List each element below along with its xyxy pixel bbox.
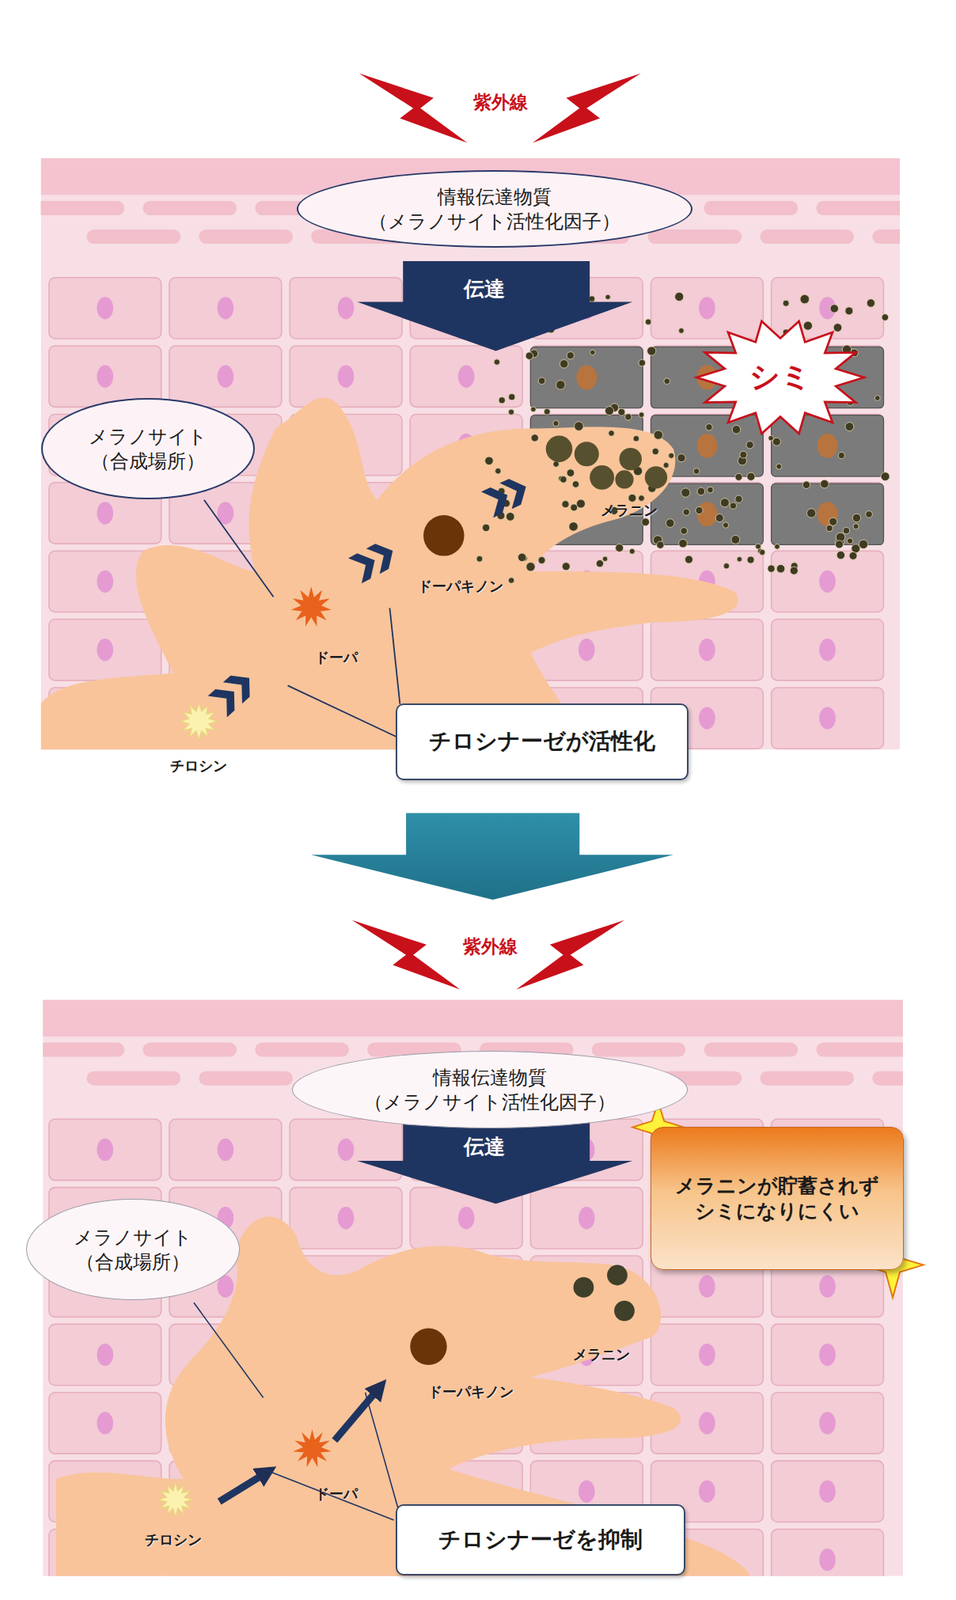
node-title: メラノサイト	[73, 1225, 193, 1250]
node-subtitle: （合成場所）	[88, 448, 208, 474]
transmission-arrow	[356, 261, 633, 351]
melanin-label: メラニン	[572, 1345, 630, 1365]
node-subtitle: （メラノサイト活性化因子）	[364, 1089, 616, 1115]
enzyme-box: チロシナーゼが活性化	[395, 703, 689, 781]
transmit-label: 伝達	[463, 1133, 505, 1161]
leader-line	[193, 1302, 399, 1521]
enzyme-box: チロシナーゼを抑制	[395, 1504, 686, 1576]
node-text: 情報伝達物質（メラノサイト活性化因子）	[368, 184, 621, 234]
dopaquinone-label: ドーパキノン	[417, 576, 504, 596]
melanocyte	[56, 1216, 751, 1576]
site-ellipse: メラノサイト（合成場所）	[41, 398, 255, 500]
node-subtitle: （メラノサイト活性化因子）	[368, 208, 621, 234]
dopa-star	[291, 586, 332, 627]
info-ellipse: 情報伝達物質（メラノサイト活性化因子）	[292, 1050, 688, 1129]
chevron-arrows	[208, 474, 533, 718]
process-arrow	[311, 812, 674, 900]
skin-panel	[41, 158, 901, 751]
node-title: 情報伝達物質	[368, 184, 621, 209]
tyrosine-star	[180, 702, 217, 740]
tyrosine-star	[158, 1482, 194, 1518]
tyrosine-label: チロシン	[170, 756, 228, 776]
dopaquinone-dot	[423, 515, 465, 557]
node-subtitle: （合成場所）	[73, 1249, 193, 1275]
reaction-arrow	[219, 1387, 380, 1502]
node-text: シミ	[749, 357, 812, 397]
node-title: シミ	[749, 357, 812, 397]
node-title: 情報伝達物質	[364, 1065, 616, 1090]
node-title: メラニンが貯蓄されず シミになりにくい	[670, 1172, 884, 1225]
site-ellipse: メラノサイト（合成場所）	[26, 1198, 240, 1301]
melanin-dots	[573, 1265, 635, 1322]
dopa-label: ドーパ	[314, 648, 358, 668]
melanocyte	[41, 397, 739, 750]
node-title: チロシナーゼが活性化	[428, 727, 656, 756]
info-ellipse: 情報伝達物質（メラノサイト活性化因子）	[296, 170, 693, 248]
node-text: メラノサイト（合成場所）	[73, 1225, 193, 1275]
node-text: メラノサイト（合成場所）	[88, 424, 208, 474]
node-text: チロシナーゼを抑制	[438, 1525, 643, 1555]
result-box: メラニンが貯蓄されず シミになりにくい	[650, 1126, 904, 1271]
sparkle	[632, 1101, 923, 1298]
leader-line	[204, 500, 401, 737]
melanin-dots	[546, 435, 668, 490]
dopa-star	[292, 1429, 331, 1468]
transmit-label: 伝達	[463, 275, 505, 304]
uv-label: 紫外線	[462, 934, 518, 960]
melanin-label: メラニン	[600, 500, 658, 520]
dopa-label: ドーパ	[314, 1484, 358, 1504]
transmission-arrow	[356, 1120, 633, 1205]
node-title: チロシナーゼを抑制	[438, 1525, 643, 1555]
node-title: メラノサイト	[88, 424, 208, 449]
uv-label: 紫外線	[473, 90, 528, 115]
tyrosine-label: チロシン	[144, 1530, 202, 1550]
node-text: 情報伝達物質（メラノサイト活性化因子）	[364, 1065, 616, 1115]
dopaquinone-dot	[409, 1328, 447, 1366]
node-text: チロシナーゼが活性化	[428, 727, 656, 756]
dopaquinone-label: ドーパキノン	[428, 1382, 514, 1402]
spot-burst: シミ	[694, 318, 866, 437]
node-text: メラニンが貯蓄されず シミになりにくい	[670, 1172, 884, 1225]
